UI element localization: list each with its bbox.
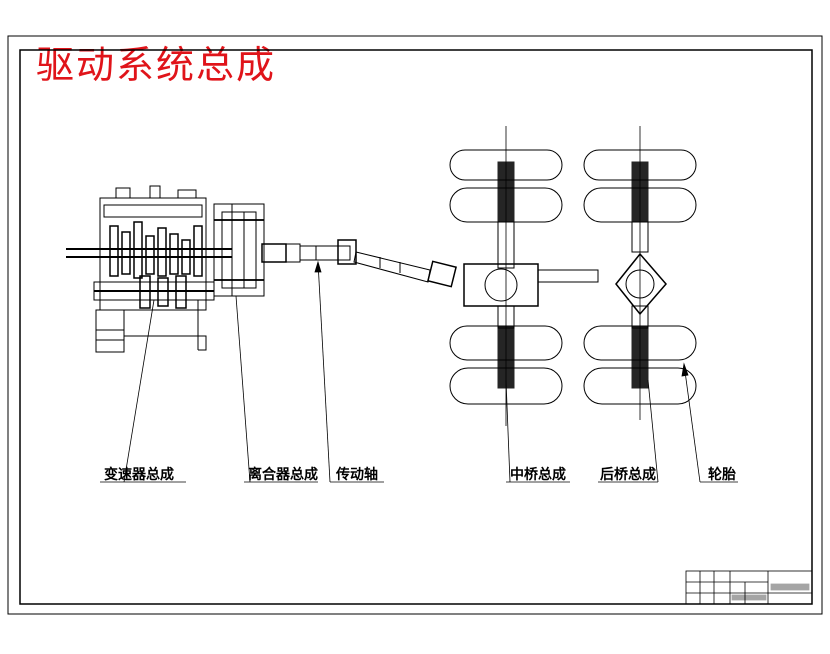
leader-lines bbox=[100, 260, 738, 483]
label-rear-axle: 后桥总成 bbox=[600, 467, 656, 483]
label-clutch: 离合器总成 bbox=[248, 467, 318, 483]
label-tire: 轮胎 bbox=[708, 467, 736, 483]
inner-frame bbox=[19, 49, 813, 605]
label-middle-axle: 中桥总成 bbox=[510, 467, 566, 483]
middle-axle-assembly bbox=[449, 126, 599, 426]
outer-frame bbox=[7, 35, 823, 615]
gearbox-assembly bbox=[66, 185, 232, 353]
label-gearbox: 变速器总成 bbox=[104, 467, 174, 483]
rear-axle-assembly bbox=[583, 126, 697, 420]
clutch-assembly bbox=[213, 203, 287, 297]
driveshaft bbox=[285, 239, 457, 288]
title-block bbox=[685, 570, 813, 605]
label-driveshaft: 传动轴 bbox=[336, 467, 378, 483]
